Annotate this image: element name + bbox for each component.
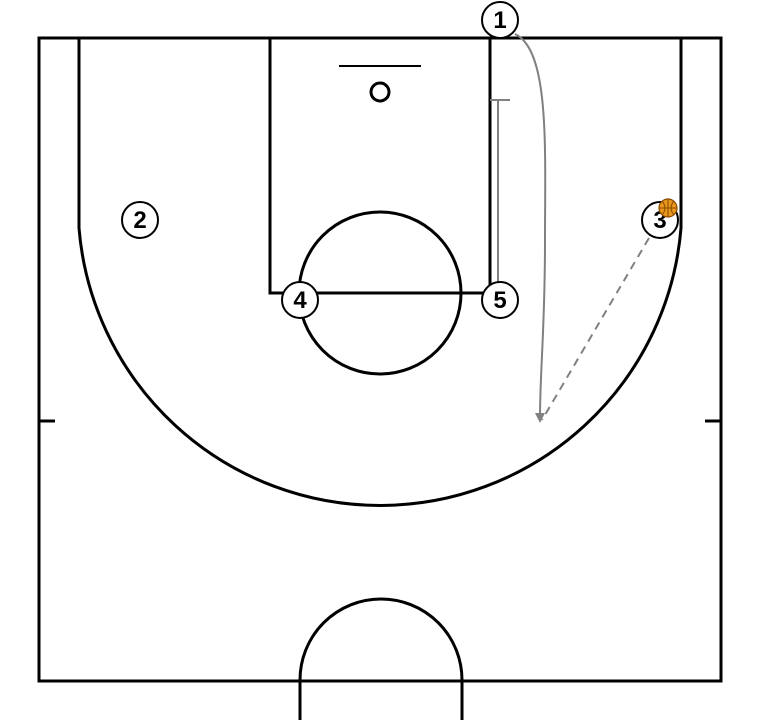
three-point-line (77, 38, 683, 507)
court-lines (37, 36, 723, 720)
player-4-label: 4 (293, 287, 307, 314)
player-2-label: 2 (133, 207, 146, 234)
pass-line-player-3 (541, 237, 650, 421)
player-4: 4 (281, 281, 319, 319)
screen-marker (490, 99, 510, 282)
center-circle (298, 597, 464, 720)
cut-path-player-1 (514, 33, 547, 423)
player-5-label: 5 (493, 287, 506, 314)
free-throw-lane (268, 38, 492, 295)
player-2: 2 (121, 201, 159, 239)
player-5: 5 (481, 281, 519, 319)
basketball-icon (658, 198, 678, 218)
court-boundary (37, 36, 723, 683)
player-1-label: 1 (493, 7, 506, 34)
basket-rim (369, 81, 391, 103)
player-1: 1 (481, 1, 519, 39)
